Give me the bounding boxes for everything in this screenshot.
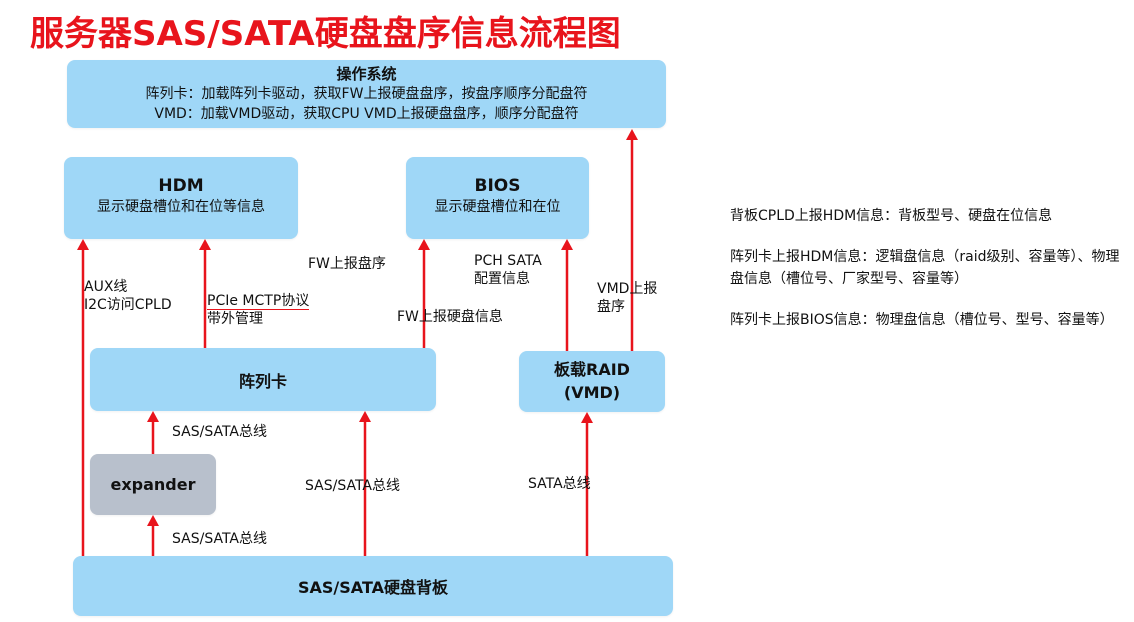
arrowhead-backplane-to-raid <box>359 411 371 422</box>
arrowhead-vmd-to-os <box>626 129 638 140</box>
raid-card-box: 阵列卡 <box>90 348 436 411</box>
arrowhead-expander-to-raid <box>147 411 159 422</box>
label-bus-backplane-raid: SAS/SATA总线 <box>305 478 401 494</box>
bios-subtitle: 显示硬盘槽位和在位 <box>434 199 561 215</box>
arrowhead-backplane-to-vmd <box>581 412 593 423</box>
label-pcie-mctp: PCIe MCTP协议 带外管理 <box>207 292 310 328</box>
hdm-box: HDM 显示硬盘槽位和在位等信息 <box>64 157 298 239</box>
hdm-subtitle: 显示硬盘槽位和在位等信息 <box>97 199 265 215</box>
expander-box: expander <box>90 454 216 515</box>
label-bus-expander-raid: SAS/SATA总线 <box>172 424 268 440</box>
label-aux-line: AUX线 I2C访问CPLD <box>84 278 172 314</box>
arrowhead-backplane-to-expander <box>147 515 159 526</box>
note-raid-to-hdm: 阵列卡上报HDM信息：逻辑盘信息（raid级别、容量等）、物理盘信息（槽位号、厂… <box>730 249 1120 287</box>
onboard-raid-subtitle: (VMD) <box>563 383 621 402</box>
label-vmd-line-2: 盘序 <box>597 299 625 315</box>
label-bus-sata: SATA总线 <box>528 476 591 492</box>
arrowhead-raid-to-hdm <box>199 239 211 250</box>
label-pch-line-1: PCH SATA <box>474 253 542 269</box>
label-bus-backplane-expander: SAS/SATA总线 <box>172 531 268 547</box>
arrowhead-backplane-to-hdm <box>77 239 89 250</box>
label-fw-disk-info: FW上报硬盘信息 <box>397 309 503 325</box>
note-cpld-to-hdm: 背板CPLD上报HDM信息：背板型号、硬盘在位信息 <box>730 208 1053 224</box>
label-aux-line-1: AUX线 <box>84 279 128 295</box>
os-box: 操作系统 阵列卡：加载阵列卡驱动，获取FW上报硬盘盘序，按盘序顺序分配盘符 VM… <box>67 60 666 128</box>
hdm-title: HDM <box>158 176 204 196</box>
raid-card-title: 阵列卡 <box>238 371 287 391</box>
arrowhead-vmd-to-bios <box>561 239 573 250</box>
label-vmd-line-1: VMD上报 <box>597 281 658 297</box>
os-title: 操作系统 <box>336 65 397 83</box>
arrowhead-raid-to-bios <box>418 239 430 250</box>
label-pch-line-2: 配置信息 <box>474 271 530 287</box>
onboard-raid-title: 板载RAID <box>554 360 630 379</box>
page-title: 服务器SAS/SATA硬盘盘序信息流程图 <box>30 14 621 54</box>
label-pcie-line-2: 带外管理 <box>207 311 263 327</box>
os-line-raid: 阵列卡：加载阵列卡驱动，获取FW上报硬盘盘序，按盘序顺序分配盘符 <box>145 86 588 102</box>
expander-title: expander <box>110 475 196 494</box>
label-pcie-line-1: PCIe MCTP协议 <box>207 293 310 310</box>
label-pch-sata: PCH SATA 配置信息 <box>474 252 542 288</box>
backplane-box: SAS/SATA硬盘背板 <box>73 556 673 616</box>
label-fw-order: FW上报盘序 <box>308 256 386 272</box>
label-aux-line-2: I2C访问CPLD <box>84 297 172 313</box>
backplane-title: SAS/SATA硬盘背板 <box>298 578 448 597</box>
note-raid-to-bios: 阵列卡上报BIOS信息：物理盘信息（槽位号、型号、容量等） <box>730 312 1114 328</box>
onboard-raid-box: 板载RAID (VMD) <box>519 351 665 412</box>
bios-box: BIOS 显示硬盘槽位和在位 <box>406 157 589 239</box>
os-line-vmd: VMD：加载VMD驱动，获取CPU VMD上报硬盘盘序，顺序分配盘符 <box>154 106 579 122</box>
label-vmd-order: VMD上报 盘序 <box>597 280 657 316</box>
bios-title: BIOS <box>474 176 521 196</box>
